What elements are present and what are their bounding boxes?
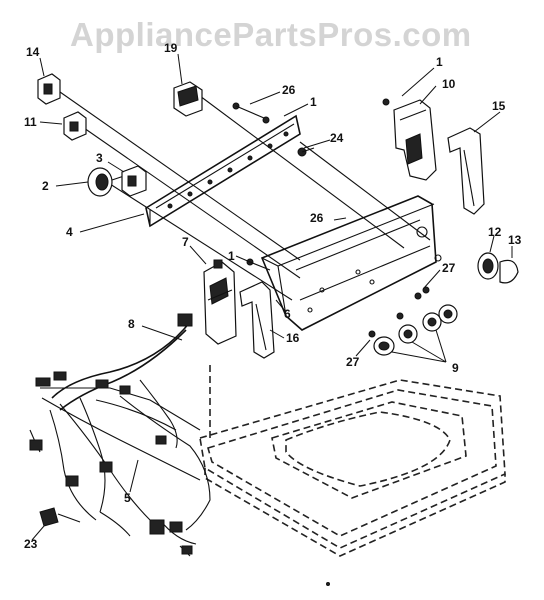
callout-23: 23 — [24, 537, 38, 551]
shaft-lines — [59, 91, 431, 301]
switch-part-11 — [63, 111, 87, 141]
console-backsplash — [260, 195, 442, 331]
callout-11: 11 — [24, 115, 37, 129]
callout-12: 12 — [488, 225, 502, 239]
callout-10: 10 — [442, 77, 456, 91]
callout-8: 8 — [128, 317, 135, 331]
tub-top-outline — [199, 365, 506, 557]
switch-part-3 — [121, 165, 147, 197]
callout-2: 2 — [42, 179, 49, 193]
callout-1-right: 1 — [436, 55, 443, 69]
screw-part-1-lower — [246, 258, 271, 271]
callout-4: 4 — [66, 225, 73, 239]
callout-7: 7 — [182, 235, 189, 249]
end-cap-part-15 — [447, 127, 485, 215]
registration-dot — [326, 582, 330, 586]
callout-16: 16 — [286, 331, 300, 345]
callout-15: 15 — [492, 99, 506, 113]
end-cap-part-16 — [239, 281, 275, 359]
knob-part-2 — [87, 167, 125, 197]
callout-9: 9 — [452, 361, 459, 375]
callout-1-top: 1 — [310, 95, 317, 109]
callout-labels: 14 19 26 1 1 10 15 11 24 3 2 4 26 12 13 … — [24, 41, 522, 551]
watermark-text: AppliancePartsPros.com — [70, 16, 472, 53]
knob-part-12 — [477, 252, 499, 280]
callout-26-console: 26 — [310, 211, 324, 225]
callout-1-lower: 1 — [228, 249, 235, 263]
callout-26-top: 26 — [282, 83, 296, 97]
callout-14: 14 — [26, 45, 40, 59]
callout-19: 19 — [164, 41, 178, 55]
bracket-part-7 — [203, 259, 237, 345]
callout-6: 6 — [284, 307, 291, 321]
clips-part-27 — [368, 286, 430, 338]
callout-27-lower: 27 — [346, 355, 360, 369]
switch-part-14 — [37, 73, 61, 105]
clip-part-23 — [39, 507, 81, 527]
callout-3: 3 — [96, 151, 103, 165]
callout-13: 13 — [508, 233, 522, 247]
knobs-part-9 — [373, 304, 458, 356]
knob-part-13 — [499, 259, 519, 284]
timer-part-19 — [173, 81, 203, 117]
callout-24: 24 — [330, 131, 344, 145]
bracket-part-10 — [382, 98, 437, 181]
leader-lines — [31, 53, 513, 541]
callout-27-upper: 27 — [442, 261, 456, 275]
control-bracket — [145, 114, 301, 228]
callout-5: 5 — [124, 491, 131, 505]
screws-top — [232, 102, 315, 157]
wire-harness — [29, 313, 211, 557]
